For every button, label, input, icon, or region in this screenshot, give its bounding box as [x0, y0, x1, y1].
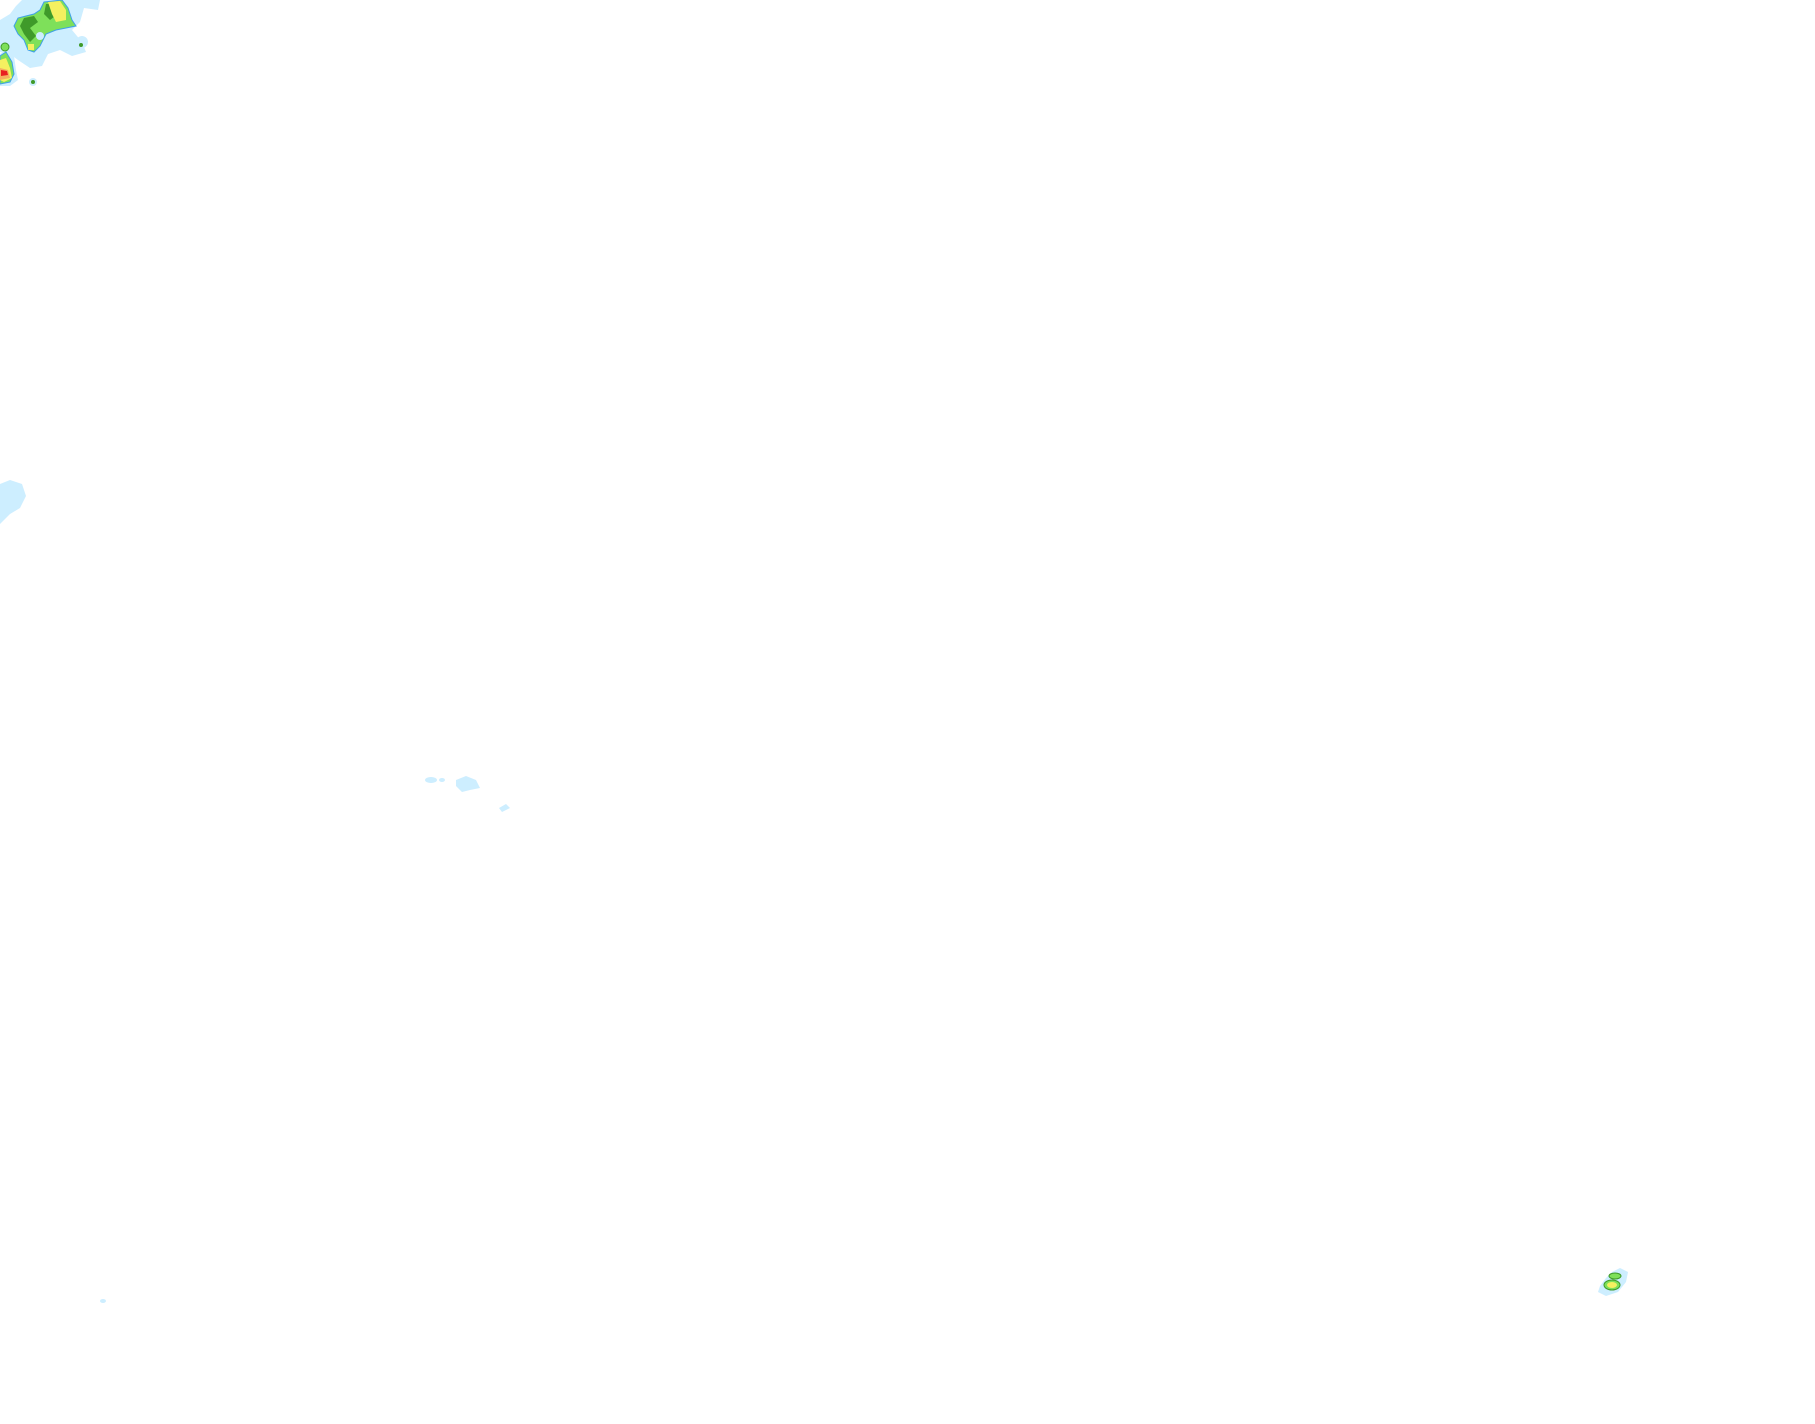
- heavy-rain-spot: [28, 44, 34, 50]
- light-rain-speck: [425, 777, 437, 783]
- light-rain-speck: [499, 804, 510, 812]
- moderate-dark-area: [20, 4, 58, 42]
- precip-cell-west: [0, 42, 83, 86]
- intense-rain-area: [1, 70, 8, 76]
- precip-cell-southeast: [1598, 1268, 1628, 1296]
- small-cell: [79, 43, 83, 47]
- light-rain-speck: [439, 778, 445, 782]
- light-rain-speck: [456, 776, 480, 792]
- moderate-rain-area: [1608, 1272, 1622, 1280]
- small-cell: [27, 57, 33, 63]
- light-rain-speck: [100, 1299, 106, 1303]
- small-cell: [31, 80, 35, 84]
- heavy-rain-area: [48, 1, 66, 22]
- light-rain-west-coast: [0, 480, 26, 524]
- small-cell: [0, 42, 10, 52]
- hail-hole: [36, 32, 44, 40]
- precip-cell-northwest: [0, 0, 100, 68]
- precip-central-specks: [100, 776, 510, 1303]
- heavy-rain-area: [1607, 1282, 1617, 1288]
